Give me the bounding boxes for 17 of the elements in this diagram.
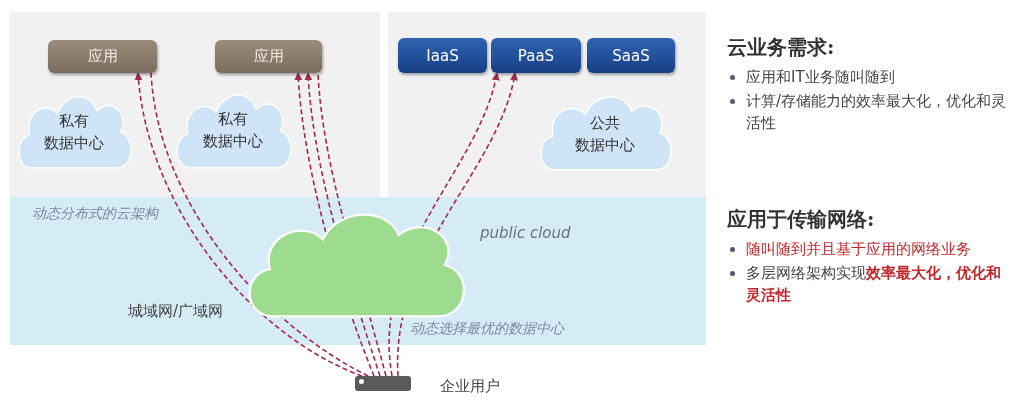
network-label: 城域网/广域网: [128, 302, 224, 321]
service-box: PaaS: [491, 38, 581, 73]
device-label: 企业用户: [440, 377, 500, 396]
bullet-item: 多层网络架构实现效率最大化，优化和灵活性: [728, 262, 1008, 306]
bullet-item: 随叫随到并且基于应用的网络业务: [728, 238, 1008, 260]
app-box: 应用: [215, 40, 322, 73]
band-caption: 动态选择最优的数据中心: [410, 320, 564, 338]
section-heading: 应用于传输网络:: [727, 206, 875, 233]
section-heading: 云业务需求:: [727, 34, 835, 61]
bullet-item: 应用和IT业务随叫随到: [728, 66, 1008, 88]
app-box: 应用: [48, 40, 157, 73]
service-box: IaaS: [398, 38, 487, 73]
bullet-item: 计算/存储能力的效率最大化，优化和灵活性: [728, 90, 1008, 134]
service-box: SaaS: [587, 38, 675, 73]
band-caption: 动态分布式的云架构: [32, 205, 158, 223]
band-caption: public cloud: [480, 224, 571, 242]
device-icon: [355, 376, 411, 391]
